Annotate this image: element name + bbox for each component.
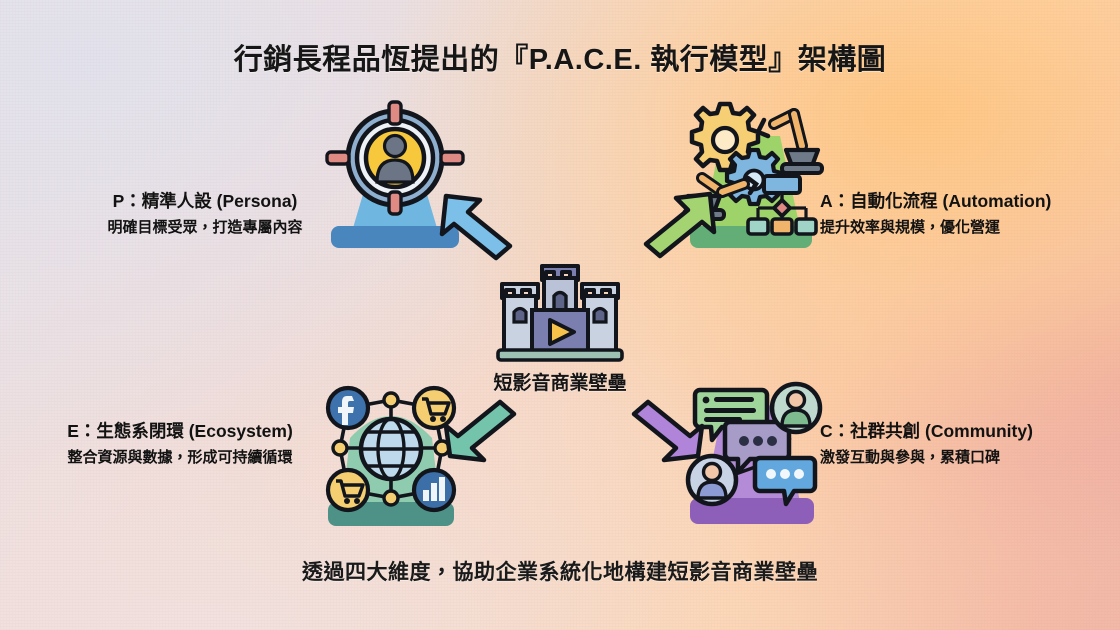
avatar-top-right (769, 381, 823, 435)
pedestal-base (331, 226, 459, 248)
avatar-bottom-left (685, 453, 739, 507)
center-castle[interactable] (492, 258, 628, 366)
arrow-up-left (439, 188, 518, 262)
label-ecosystem-title: E：生態系閉環 (Ecosystem) (67, 421, 293, 441)
label-automation: A：自動化流程 (Automation) 提升效率與規模，優化營運 (820, 190, 1090, 238)
label-ecosystem-subtitle: 整合資源與數據，形成可持續循環 (67, 448, 293, 466)
label-persona-subtitle: 明確目標受眾，打造專屬內容 (107, 218, 303, 236)
arrow-up-right (638, 186, 717, 260)
label-community-title: C：社群共創 (Community) (820, 421, 1033, 441)
arrow-down-right (628, 398, 706, 472)
bar-chart-icon (411, 467, 457, 513)
label-persona-title: P：精準人設 (Persona) (112, 191, 298, 211)
flowchart (746, 174, 818, 236)
tower-center-window (552, 290, 568, 314)
label-community: C：社群共創 (Community) 激發互動與參與，累積口碑 (820, 420, 1090, 468)
crosshair-tick-right (439, 150, 465, 166)
arrow-down-left (442, 398, 520, 472)
page-title: 行銷長程品恆提出的『P.A.C.E. 執行模型』架構圖 (233, 44, 887, 76)
castle-ground (496, 348, 624, 362)
icon-persona[interactable] (325, 100, 465, 252)
arrow-shape (631, 399, 705, 463)
play-icon[interactable] (548, 318, 576, 346)
label-automation-title: A：自動化流程 (Automation) (820, 191, 1052, 211)
tower-left-window (512, 306, 528, 324)
label-community-subtitle: 激發互動與參與，累積口碑 (820, 448, 1001, 466)
crosshair-tick-left (325, 150, 351, 166)
gear-yellow (689, 101, 761, 173)
arrow-shape (439, 193, 513, 261)
speech-bubble-green (692, 387, 770, 443)
label-automation-subtitle: 提升效率與規模，優化營運 (820, 218, 1001, 236)
globe-icon (358, 416, 424, 482)
icon-ecosystem[interactable] (318, 378, 464, 530)
arrow-shape (643, 191, 717, 259)
crosshair-tick-top (387, 100, 403, 126)
crosshair-tick-bottom (387, 190, 403, 216)
icon-automation[interactable] (676, 100, 826, 252)
robot-arm-upper (754, 108, 824, 175)
speech-bubble-blue (752, 455, 818, 507)
speech-bubble-purple (722, 419, 792, 475)
avatar-head (382, 133, 408, 159)
footer-text: 透過四大維度，協助企業系統化地構建短影音商業壁壘 (302, 561, 818, 584)
avatar-body (375, 158, 415, 184)
center-caption: 短影音商業壁壘 (493, 373, 627, 394)
arrow-shape (443, 399, 517, 463)
cart-icon-top (411, 385, 457, 431)
label-ecosystem: E：生態系閉環 (Ecosystem) 整合資源與數據，形成可持續循環 (35, 420, 325, 468)
tower-right-window (592, 306, 608, 324)
facebook-icon (325, 385, 371, 431)
icon-community[interactable] (678, 378, 826, 530)
label-persona: P：精準人設 (Persona) 明確目標受眾，打造專屬內容 (60, 190, 350, 238)
cart-icon-bottom (325, 467, 371, 513)
